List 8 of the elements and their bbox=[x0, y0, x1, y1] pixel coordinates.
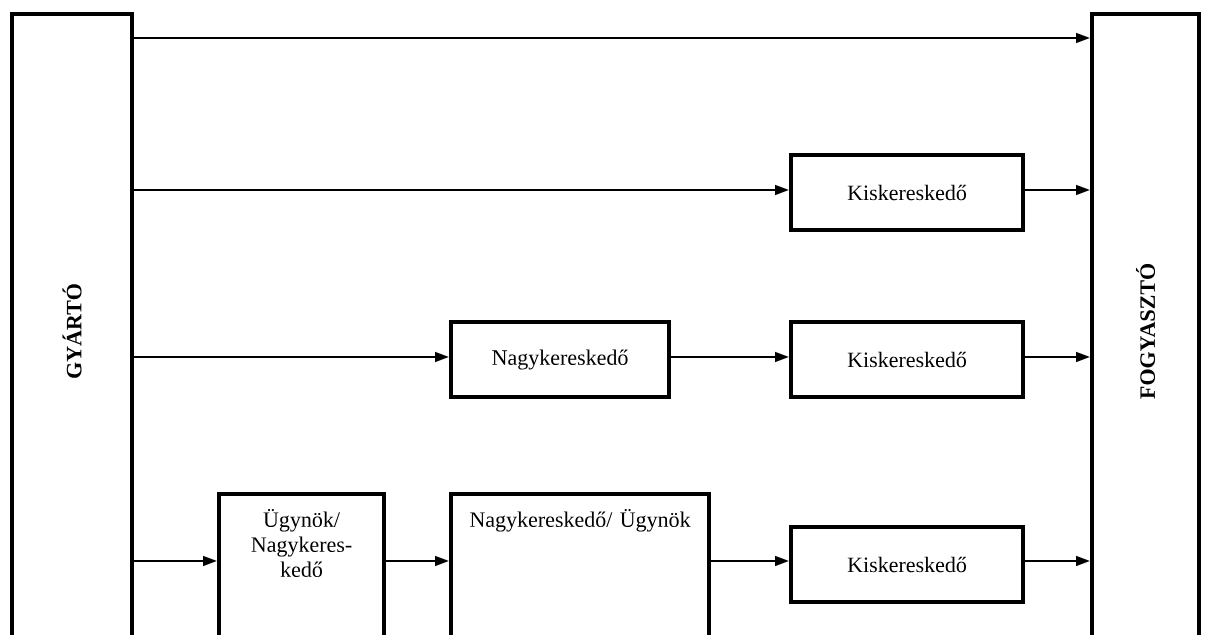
process-box: Nagykereskedő bbox=[449, 320, 671, 399]
process-box: Ügynök/ Nagykeres- kedő bbox=[217, 492, 386, 635]
process-box: Nagykereskedő/ Ügynök bbox=[449, 492, 711, 635]
process-box: Kiskereskedő bbox=[789, 525, 1025, 604]
process-box: Kiskereskedő bbox=[789, 153, 1025, 232]
actor-bar: FOGYASZTÓ bbox=[1090, 12, 1201, 635]
process-box: Kiskereskedő bbox=[789, 320, 1025, 399]
actor-bar: GYÁRTÓ bbox=[10, 12, 134, 635]
